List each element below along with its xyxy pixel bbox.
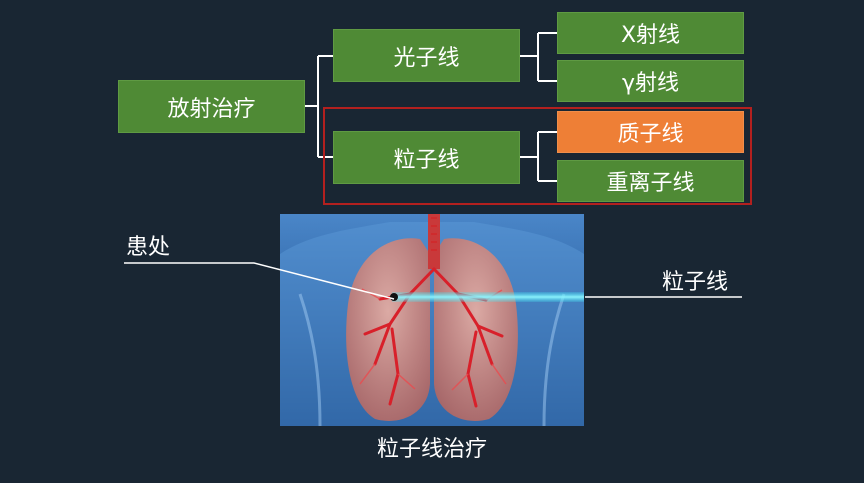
illustration-caption: 粒子线治疗: [376, 437, 487, 462]
gamma-ray-node: γ射线: [557, 60, 744, 102]
particle-group-box: [323, 107, 752, 205]
root-node: 放射治疗: [118, 80, 305, 133]
x-ray-node: X射线: [557, 12, 744, 54]
beam-label: 粒子线: [662, 270, 729, 295]
proton-node: 质子线: [557, 111, 744, 153]
heavy-ion-node: 重离子线: [557, 160, 744, 202]
lesion-label: 患处: [126, 235, 171, 260]
particle-node: 粒子线: [333, 131, 520, 184]
lung-illustration: [280, 214, 584, 426]
photon-node: 光子线: [333, 29, 520, 82]
